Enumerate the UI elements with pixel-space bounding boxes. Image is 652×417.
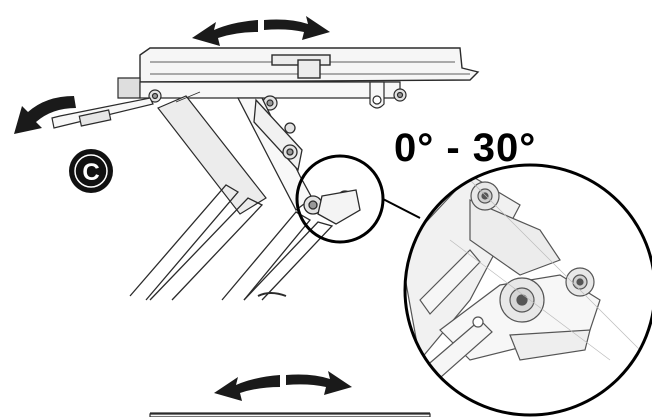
- detail-connector: [382, 198, 421, 219]
- seat-plate: [139, 47, 480, 90]
- angle-range-label: 0° - 30°: [394, 126, 537, 170]
- mounting-brackets: [117, 77, 407, 111]
- curved-arrow-left-icon: [214, 375, 280, 401]
- badge-ring: [74, 154, 108, 188]
- gas-spring: [157, 91, 267, 215]
- badge-letter: C: [82, 159, 99, 186]
- rotate-arrow-icon: [14, 96, 76, 134]
- detail-view: [403, 163, 652, 417]
- curved-arrow-right-icon: [264, 16, 330, 40]
- curved-arrow-right-icon: [286, 371, 352, 395]
- scissor-legs: [129, 97, 361, 301]
- lower-seat-plate: [149, 412, 431, 417]
- release-lever: [51, 97, 154, 129]
- curved-arrow-left-icon: [192, 20, 258, 46]
- callout-badge: C: [69, 149, 113, 193]
